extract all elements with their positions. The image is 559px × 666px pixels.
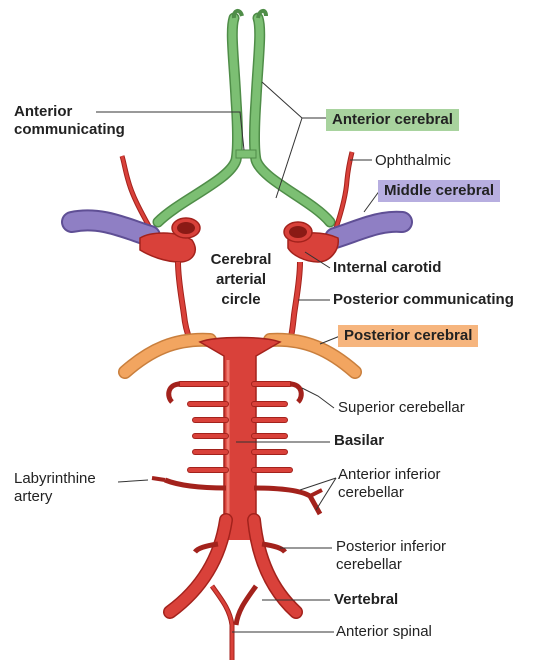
label-vertebral: Vertebral <box>334 591 398 609</box>
label-anterior-communicating: Anterior communicating <box>14 103 125 139</box>
label-internal-carotid: Internal carotid <box>333 259 441 277</box>
basilar-artery <box>152 338 322 541</box>
anterior-cerebral-arteries <box>158 11 330 222</box>
label-middle-cerebral: Middle cerebral <box>378 180 500 202</box>
label-labyrinthine-artery: Labyrinthine artery <box>14 470 96 506</box>
label-posterior-inferior-cerebellar: Posterior inferior cerebellar <box>336 538 446 574</box>
label-superior-cerebellar: Superior cerebellar <box>338 399 465 417</box>
label-basilar: Basilar <box>334 432 384 450</box>
middle-cerebral-arteries <box>72 220 402 238</box>
anterior-spinal-artery <box>212 586 256 660</box>
label-anterior-cerebral: Anterior cerebral <box>326 109 459 131</box>
label-anterior-inferior-cerebellar: Anterior inferior cerebellar <box>338 466 441 502</box>
label-posterior-communicating: Posterior communicating <box>333 291 514 309</box>
label-anterior-spinal: Anterior spinal <box>336 623 432 641</box>
label-cerebral-arterial-circle: Cerebral arterial circle <box>186 250 296 310</box>
label-posterior-cerebral: Posterior cerebral <box>338 325 478 347</box>
label-ophthalmic: Ophthalmic <box>375 152 451 170</box>
